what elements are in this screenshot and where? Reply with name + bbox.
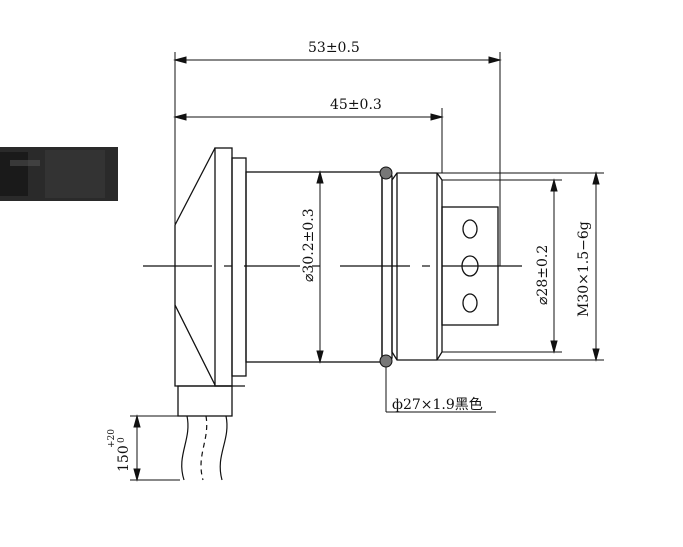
dim-body-length-label: 45±0.3 — [330, 97, 382, 113]
dim-front-diameter — [442, 178, 562, 354]
dim-cable-length-label: 150 — [116, 445, 132, 472]
dim-overall-length-label: 53±0.5 — [308, 40, 360, 56]
cable-lines — [181, 415, 228, 481]
dim-thread-label: M30×1.5−6g — [576, 221, 592, 317]
dim-body-diameter — [316, 170, 324, 364]
dim-cable-tol-upper: +20 — [107, 429, 117, 448]
oring-leader — [385, 367, 496, 413]
dim-cable-tol-lower: 0 — [117, 437, 127, 443]
dim-body-length — [173, 108, 444, 173]
dim-thread — [437, 171, 604, 362]
dim-front-diameter-label: ⌀28±0.2 — [535, 245, 551, 305]
cable-photo-fragment — [0, 147, 118, 201]
dim-body-diameter-label: ⌀30.2±0.3 — [301, 208, 317, 282]
sensor-outline — [174, 147, 499, 417]
oring-label: ф27×1.9黑色 — [392, 396, 483, 413]
dim-cable-length — [130, 414, 180, 482]
dim-overall-length — [173, 52, 502, 266]
